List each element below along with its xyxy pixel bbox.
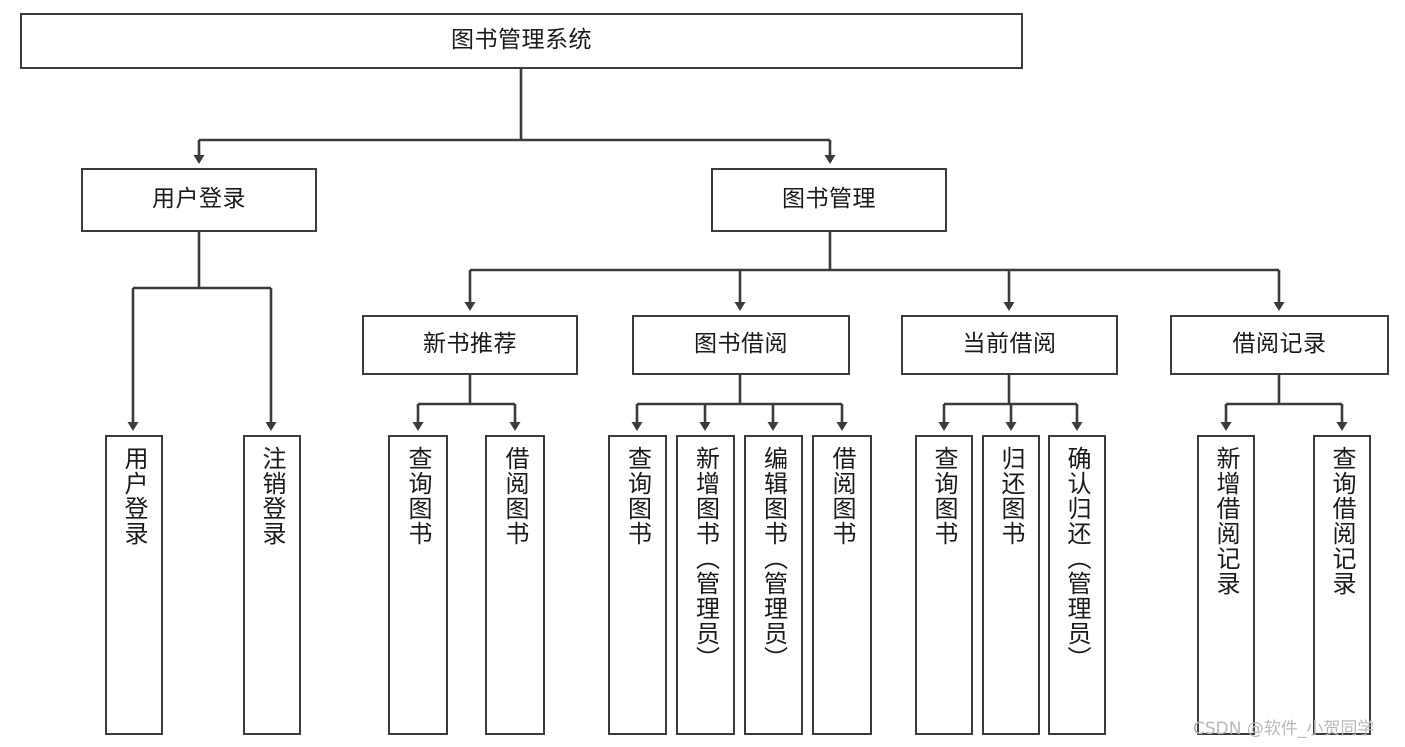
node-new-book-recommend[interactable]: 新书推荐: [362, 315, 578, 375]
node-book-manage-label: 图书管理: [782, 186, 876, 213]
node-leaf-rec-add-record-label: 新增借阅记录: [1212, 446, 1240, 596]
csdn-watermark: CSDN @软件_小贺同学: [1193, 719, 1375, 739]
node-leaf-rec-borrow-book-label: 借阅图书: [501, 446, 529, 546]
node-leaf-rec-query-record[interactable]: 查询借阅记录: [1313, 435, 1371, 735]
node-new-book-recommend-label: 新书推荐: [423, 331, 517, 358]
node-leaf-borrow-edit-book-label: 编辑图书（管理员）: [759, 446, 788, 671]
node-leaf-borrow-add-book-label: 新增图书（管理员）: [691, 446, 720, 671]
node-leaf-cur-confirm-return-label: 确认归还（管理员）: [1063, 446, 1091, 671]
node-leaf-cur-query-book[interactable]: 查询图书: [915, 435, 973, 735]
node-root-label: 图书管理系统: [451, 27, 592, 54]
node-leaf-rec-query-record-label: 查询借阅记录: [1328, 446, 1356, 596]
node-leaf-cur-return-book-label: 归还图书: [997, 446, 1025, 546]
node-leaf-cur-query-book-label: 查询图书: [930, 446, 958, 546]
node-leaf-cur-return-book[interactable]: 归还图书: [982, 435, 1040, 735]
node-leaf-user-logout-label: 注销登录: [258, 446, 286, 546]
node-root[interactable]: 图书管理系统: [20, 13, 1023, 69]
node-book-borrow-label: 图书借阅: [694, 331, 788, 358]
node-leaf-rec-query-book[interactable]: 查询图书: [388, 435, 448, 735]
node-borrow-record-label: 借阅记录: [1232, 331, 1327, 358]
node-current-borrow[interactable]: 当前借阅: [901, 315, 1118, 375]
node-user-login[interactable]: 用户登录: [81, 168, 317, 232]
node-user-login-label: 用户登录: [152, 186, 246, 213]
node-borrow-record[interactable]: 借阅记录: [1170, 315, 1389, 375]
node-leaf-rec-query-book-label: 查询图书: [404, 446, 432, 546]
node-leaf-user-logout[interactable]: 注销登录: [243, 435, 301, 735]
node-book-manage[interactable]: 图书管理: [711, 168, 947, 232]
node-leaf-borrow-borrow-book-label: 借阅图书: [828, 446, 856, 546]
node-leaf-borrow-add-book[interactable]: 新增图书（管理员）: [676, 435, 735, 735]
node-leaf-borrow-query-book-label: 查询图书: [623, 446, 652, 546]
node-leaf-cur-confirm-return[interactable]: 确认归还（管理员）: [1048, 435, 1106, 735]
node-leaf-borrow-edit-book[interactable]: 编辑图书（管理员）: [744, 435, 803, 735]
node-book-borrow[interactable]: 图书借阅: [632, 315, 850, 375]
node-leaf-user-login[interactable]: 用户登录: [105, 435, 163, 735]
node-leaf-rec-add-record[interactable]: 新增借阅记录: [1197, 435, 1255, 735]
node-current-borrow-label: 当前借阅: [962, 331, 1057, 358]
node-leaf-borrow-query-book[interactable]: 查询图书: [608, 435, 667, 735]
node-leaf-user-login-label: 用户登录: [120, 446, 148, 546]
node-leaf-borrow-borrow-book[interactable]: 借阅图书: [812, 435, 872, 735]
node-leaf-rec-borrow-book[interactable]: 借阅图书: [485, 435, 545, 735]
